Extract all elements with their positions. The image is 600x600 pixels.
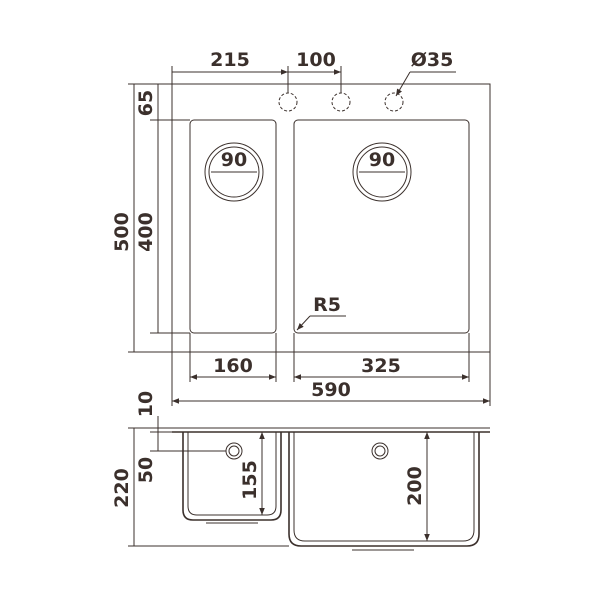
faucet-hole-3 [384, 92, 404, 112]
top-view: 90 90 215 100 Ø35 65 500 400 [111, 49, 491, 406]
radius-label: R5 [313, 294, 341, 316]
drain-right-label: 90 [369, 149, 395, 171]
dim-155: 155 [239, 460, 261, 500]
dim-50: 50 [135, 457, 157, 483]
dim-400: 400 [135, 212, 157, 252]
overflow-right [371, 442, 389, 460]
side-view: 10 50 220 155 200 [111, 391, 490, 551]
dim-200: 200 [404, 466, 426, 506]
radius-leader [296, 315, 311, 331]
right-bowl-section [288, 432, 480, 547]
right-bowl [293, 119, 470, 334]
sink-outline [171, 83, 491, 353]
dim-500: 500 [111, 212, 133, 252]
dim-65: 65 [135, 90, 157, 116]
dim-220: 220 [111, 468, 133, 508]
left-drain: 90 [204, 142, 264, 202]
dim-590: 590 [311, 379, 351, 401]
dim-hole: Ø35 [411, 49, 454, 71]
left-bowl [189, 119, 277, 334]
left-bowl-section [182, 432, 282, 521]
dim-160: 160 [213, 355, 253, 377]
right-drain: 90 [352, 142, 412, 202]
hole-leader [395, 71, 411, 97]
dim-215: 215 [210, 49, 250, 71]
faucet-hole-2 [331, 92, 351, 112]
dim-100: 100 [296, 49, 336, 71]
overflow-left [225, 442, 243, 460]
faucet-hole-1 [278, 92, 298, 112]
drain-left-label: 90 [221, 149, 247, 171]
dim-325: 325 [361, 355, 401, 377]
dim-10: 10 [135, 391, 157, 417]
